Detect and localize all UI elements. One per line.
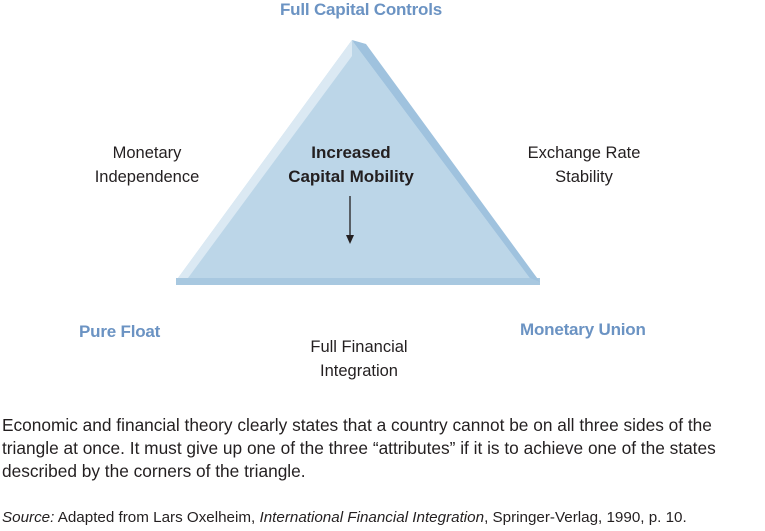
impossible-trinity-triangle [176,40,540,285]
downward-arrow-head [346,235,354,244]
side-label-bottom: Full Financial Integration [292,335,426,383]
figure-caption: Economic and financial theory clearly st… [2,415,716,481]
triangle-face [178,40,530,278]
corner-label-bottom-left: Pure Float [79,322,161,341]
side-label-right-line2: Stability [555,168,613,186]
triangle-bottom-edge [176,278,540,285]
side-label-bottom-line2: Integration [320,362,398,380]
corner-label-bottom-right: Monetary Union [520,320,646,339]
center-label: Increased Capital Mobility [283,141,419,189]
source-title: International Financial Integration [259,509,485,526]
side-label-right-line1: Exchange Rate [527,144,641,162]
center-label-line1: Increased [311,143,391,162]
side-label-bottom-line1: Full Financial [310,338,408,356]
center-label-line2: Capital Mobility [288,167,414,186]
triangle-left-bevel [178,40,352,278]
corner-label-top: Full Capital Controls [280,0,443,19]
triangle-right-bevel [352,40,540,282]
source-label: Source: [2,509,55,526]
source-suffix: , Springer-Verlag, 1990, p. 10. [484,509,687,526]
source-citation: Source: Adapted from Lars Oxelheim, Inte… [2,509,687,526]
side-label-right: Exchange Rate Stability [518,141,650,189]
side-label-left: Monetary Independence [88,141,206,189]
side-label-left-line1: Monetary [112,144,182,162]
source-prefix: Adapted from Lars Oxelheim, [54,509,260,526]
side-label-left-line2: Independence [94,168,200,186]
